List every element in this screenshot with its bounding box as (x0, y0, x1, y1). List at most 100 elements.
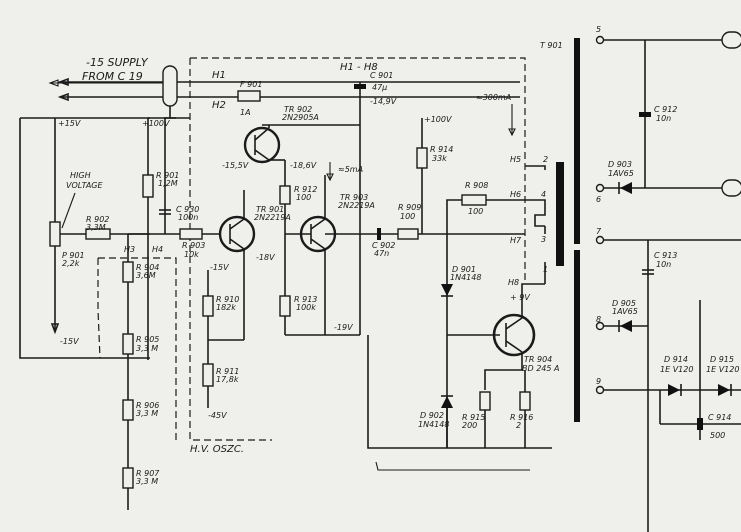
r907-ref: R 907 (136, 469, 160, 478)
r902-ref: R 902 (86, 215, 109, 224)
tr904-collector-wire (521, 283, 545, 318)
high-voltage-label-1: HIGH (70, 171, 91, 180)
capacitor-c901 (354, 84, 366, 89)
c914-ref: C 914 (708, 413, 731, 422)
supply-pointer-arrow (48, 79, 59, 87)
output-connector-top (721, 31, 741, 49)
ma5-arrow (326, 173, 334, 182)
capacitor-c902 (377, 228, 381, 240)
r916-ref: R 916 (510, 413, 533, 422)
pin-5-terminal (595, 35, 605, 45)
hv-pointer (61, 192, 76, 229)
resistor-r904 (122, 261, 134, 283)
tr902-legs (254, 127, 270, 161)
high-voltage-label-2: VOLTAGE (66, 181, 104, 190)
r914-ref: R 914 (430, 145, 453, 154)
r905-value: 3,3 M (136, 344, 158, 353)
h6-winding (525, 199, 546, 227)
r916-value: 2 (516, 421, 521, 430)
h1-arrow (57, 77, 69, 87)
diode-d901 (441, 284, 453, 296)
left-loop-wire (19, 118, 150, 359)
tr904-ref: TR 904 (524, 355, 552, 364)
r902-value: 3,3M (86, 223, 106, 232)
r906-value: 3,3 M (136, 409, 158, 418)
bottom-return-wire (367, 335, 552, 449)
tr903-legs (310, 218, 326, 250)
r913-value: 100k (296, 303, 316, 312)
tr903-ref: TR 903 (340, 193, 368, 202)
p901-ref: P 901 (62, 251, 85, 260)
t901-ref: T 901 (540, 41, 563, 50)
r906-ref: R 906 (136, 401, 159, 410)
tr902-ref: TR 902 (284, 105, 312, 114)
fuse-value: 1A (240, 108, 251, 117)
tr904-part: BD 245 A (522, 364, 559, 373)
diode-d905 (620, 320, 632, 332)
r903-ref: R 903 (182, 241, 205, 250)
supply-label-line1: -15 SUPPLY (86, 56, 149, 69)
d902-ref: D 902 (420, 411, 444, 420)
c902-ref: C 902 (372, 241, 395, 250)
resistor-r916 (519, 391, 531, 411)
pin-8-label: 8 (596, 315, 601, 324)
r915-value: 200 (462, 421, 477, 430)
resistor-r905 (122, 333, 134, 355)
pin-h5: H5 (510, 155, 521, 164)
pin-h7: H7 (510, 236, 522, 245)
r911-value: 17,8k (216, 375, 239, 384)
pin-9-label: 9 (596, 377, 601, 386)
r909-ref: R 909 (398, 203, 421, 212)
r910-ref: R 910 (216, 295, 239, 304)
voltage-minus19: -19V (334, 323, 353, 332)
pin-7-terminal (595, 235, 605, 245)
fuse-ref: F 901 (240, 80, 262, 89)
c901-value: 47µ (372, 83, 387, 92)
resistor-r908 (461, 194, 487, 206)
voltage-minus15-mid: -15V (210, 263, 229, 272)
supply-label-line2: FROM C 19 (82, 70, 143, 83)
node-h4: H4 (152, 245, 163, 254)
h5-wire (525, 165, 546, 170)
d905-ref: D 905 (612, 299, 636, 308)
c912-ref: C 912 (654, 105, 677, 114)
r907-value: 3,3 M (136, 477, 158, 486)
capacitor-c912 (639, 112, 651, 117)
pin-num-4: 4 (541, 190, 546, 199)
potentiometer-p901 (49, 221, 61, 247)
diode-d915 (718, 384, 730, 396)
tr904-legs (505, 317, 523, 353)
resistor-r912 (279, 185, 291, 205)
transistor-tr904 (492, 313, 536, 357)
r908-ref: R 908 (465, 181, 488, 190)
hv-osc-label: H.V. OSZC. (190, 444, 244, 455)
node-h3: H3 (124, 245, 135, 254)
c912-value: 10n (656, 114, 671, 123)
voltage-minus14-9: -14,9V (370, 97, 397, 106)
ma300-arrow (508, 128, 516, 137)
voltage-plus9: + 9V (510, 293, 530, 302)
tr903-part: 2N2219A (338, 201, 375, 210)
hv-osc-dashed-border (189, 58, 272, 441)
pin-h8: H8 (508, 278, 519, 287)
pin-7-label: 7 (596, 227, 602, 236)
voltage-plus15: +15V (58, 119, 81, 128)
current-5ma: ≈5mA (338, 165, 363, 174)
bottom-drops (446, 408, 526, 448)
tr901-legs (229, 218, 245, 250)
voltage-minus45: -45V (208, 411, 227, 420)
supply-connector (162, 65, 178, 107)
voltage-plus100-right: +100V (424, 115, 452, 124)
c930-value: 100n (178, 213, 198, 222)
r908-wire (446, 199, 525, 234)
pin-h6: H6 (510, 190, 521, 199)
diode-d902 (441, 396, 453, 408)
output-connector-mid (721, 179, 741, 197)
pin-9-terminal (595, 385, 605, 395)
r910-value: 182k (216, 303, 236, 312)
d915-ref: D 915 (710, 355, 734, 364)
tr901-ref: TR 901 (256, 205, 284, 214)
d901-part: 1N4148 (450, 273, 481, 282)
r908-value: 100 (468, 207, 483, 216)
r912-ref: R 912 (294, 185, 317, 194)
